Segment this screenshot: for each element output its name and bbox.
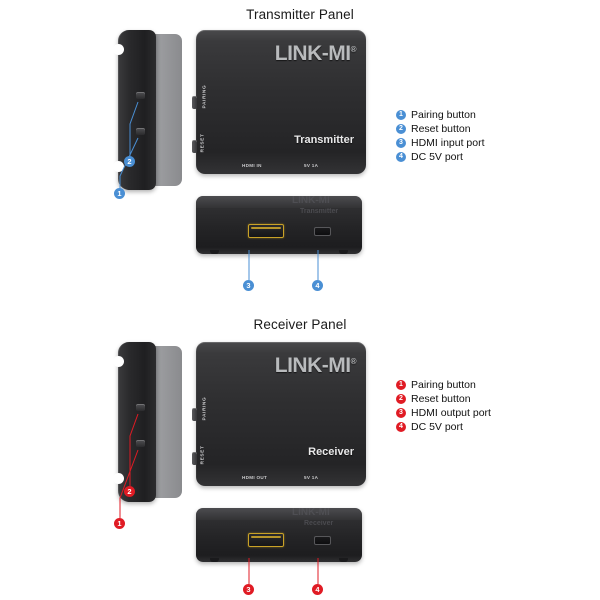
front-top-edge — [196, 196, 362, 208]
receiver-device-name: Receiver — [308, 446, 354, 458]
transmitter-callout-hdmi[interactable]: 3 — [243, 280, 254, 291]
transmitter-front-leader-lines — [248, 250, 319, 280]
receiver-legend: 1 Pairing button 2 Reset button 3 HDMI o… — [396, 378, 491, 433]
legend-badge: 3 — [396, 137, 406, 148]
legend-item: 2 Reset button — [396, 392, 491, 405]
reset-button-side[interactable] — [136, 128, 145, 135]
legend-label: Reset button — [411, 392, 471, 405]
legend-item: 3 HDMI input port — [396, 136, 485, 149]
transmitter-section-title: Transmitter Panel — [246, 7, 354, 22]
receiver-callout-side-top[interactable]: 2 — [124, 486, 135, 497]
receiver-section: Receiver Panel 2 1 LINK-MI® Receiver HDM… — [0, 300, 600, 600]
transmitter-top-view: LINK-MI® Transmitter HDMI IN 5V 1A PAIRI… — [196, 30, 366, 174]
side-corner-notch-top — [113, 356, 124, 367]
device-front-shell — [118, 342, 156, 502]
pairing-button-side[interactable] — [136, 92, 145, 99]
receiver-reset-label: RESET — [200, 445, 206, 465]
legend-label: Pairing button — [411, 378, 476, 391]
brand-logo: LINK-MI® — [274, 42, 357, 65]
transmitter-dc-port-label: 5V 1A — [304, 163, 319, 168]
front-foot-left — [210, 250, 219, 254]
transmitter-reset-nub[interactable] — [192, 140, 197, 153]
transmitter-pairing-nub[interactable] — [192, 96, 197, 109]
receiver-side-view — [108, 342, 182, 502]
front-name-ghost: Transmitter — [300, 208, 339, 215]
transmitter-device-name: Transmitter — [294, 134, 354, 146]
front-name-ghost: Receiver — [304, 520, 334, 527]
receiver-callout-hdmi[interactable]: 3 — [243, 584, 254, 595]
side-corner-notch-top — [113, 44, 124, 55]
receiver-callout-usb[interactable]: 4 — [312, 584, 323, 595]
transmitter-callout-usb[interactable]: 4 — [312, 280, 323, 291]
hdmi-input-port[interactable] — [248, 224, 284, 238]
transmitter-pairing-label: PAIRING — [202, 84, 208, 109]
transmitter-section: Transmitter Panel 2 1 LINK-MI® Transmitt… — [108, 7, 485, 291]
receiver-pairing-nub[interactable] — [192, 408, 197, 421]
legend-label: DC 5V port — [411, 150, 463, 163]
transmitter-legend: 1 Pairing button 2 Reset button 3 HDMI i… — [396, 108, 485, 163]
legend-label: HDMI input port — [411, 136, 485, 149]
legend-label: HDMI output port — [411, 406, 491, 419]
legend-badge: 4 — [396, 151, 406, 162]
legend-label: Reset button — [411, 122, 471, 135]
legend-badge: 3 — [396, 407, 406, 418]
receiver-side-leader-lines — [119, 413, 139, 518]
receiver-front-leader-lines — [248, 558, 319, 584]
receiver-dc-port-label: 5V 1A — [304, 475, 319, 480]
side-corner-notch-bottom — [113, 473, 124, 484]
receiver-front-view: LINK-MI Receiver — [196, 508, 362, 562]
transmitter-side-view — [108, 30, 182, 190]
dc-5v-micro-usb-port[interactable] — [314, 227, 331, 236]
legend-badge: 2 — [396, 123, 406, 134]
front-foot-right — [339, 250, 348, 254]
legend-item: 4 DC 5V port — [396, 150, 485, 163]
reset-button-side[interactable] — [136, 440, 145, 447]
legend-label: DC 5V port — [411, 420, 463, 433]
receiver-top-view: LINK-MI® Receiver HDMI OUT 5V 1A PAIRING… — [196, 342, 366, 486]
legend-item: 1 Pairing button — [396, 378, 491, 391]
side-corner-notch-bottom — [113, 161, 124, 172]
legend-item: 3 HDMI output port — [396, 406, 491, 419]
hdmi-output-port[interactable] — [248, 533, 284, 547]
legend-item: 2 Reset button — [396, 122, 485, 135]
legend-label: Pairing button — [411, 108, 476, 121]
front-foot-right — [339, 558, 348, 562]
dc-5v-micro-usb-port[interactable] — [314, 536, 331, 545]
legend-badge: 1 — [396, 379, 406, 390]
transmitter-front-view: LINK-MI Transmitter — [196, 196, 362, 254]
legend-item: 1 Pairing button — [396, 108, 485, 121]
legend-badge: 1 — [396, 109, 406, 120]
transmitter-callout-side-bottom[interactable]: 1 — [114, 188, 125, 199]
receiver-pairing-label: PAIRING — [202, 396, 208, 421]
receiver-hdmi-port-label: HDMI OUT — [242, 475, 268, 480]
transmitter-side-leader-lines — [119, 101, 139, 194]
receiver-reset-nub[interactable] — [192, 452, 197, 465]
front-top-edge — [196, 508, 362, 520]
receiver-section-title: Receiver Panel — [253, 317, 347, 332]
legend-badge: 4 — [396, 421, 406, 432]
front-brand-ghost: LINK-MI — [292, 508, 330, 518]
front-foot-left — [210, 558, 219, 562]
transmitter-callout-side-top[interactable]: 2 — [124, 156, 135, 167]
brand-logo: LINK-MI® — [274, 354, 357, 377]
transmitter-reset-label: RESET — [200, 133, 206, 153]
transmitter-hdmi-port-label: HDMI IN — [242, 163, 262, 168]
receiver-callout-side-bottom[interactable]: 1 — [114, 518, 125, 529]
pairing-button-side[interactable] — [136, 404, 145, 411]
legend-item: 4 DC 5V port — [396, 420, 491, 433]
front-brand-ghost: LINK-MI — [292, 196, 330, 206]
legend-badge: 2 — [396, 393, 406, 404]
